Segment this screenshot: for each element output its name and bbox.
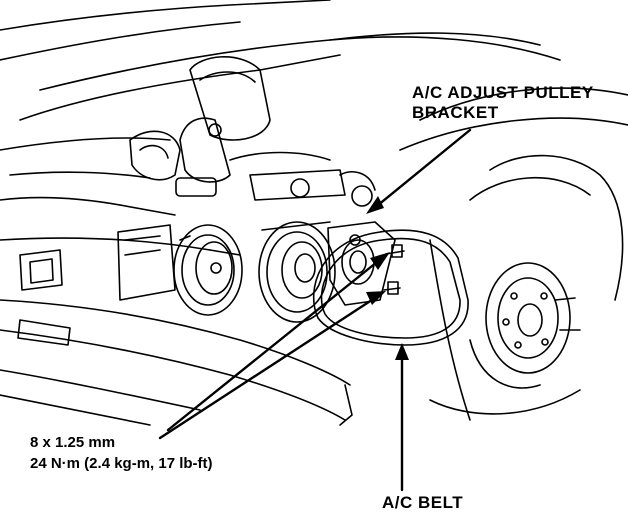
intake-assembly [129,56,376,207]
front-body [0,171,353,426]
label-ac-adjust-pulley: A/C ADJUST PULLEY [412,83,594,102]
leader-lines [158,128,472,492]
label-ac-belt: A/C BELT [382,493,464,512]
bolt-arrow-upper [370,252,390,270]
bracket-arrow [366,196,384,214]
ac-belt [312,229,469,346]
compressor [117,224,243,316]
arrowheads [366,196,409,360]
wheel-hub [429,154,624,415]
label-bolt-size: 8 x 1.25 mm [30,434,116,451]
crank-pulley [258,221,336,323]
hood-outline [0,0,561,151]
fender [399,87,628,421]
bolts [383,244,405,295]
label-bolt-torque: 24 N·m (2.4 kg-m, 17 lb-ft) [30,455,213,472]
bolt-leader-lower [158,294,380,440]
bracket-leader [370,128,472,212]
bolt-arrow-lower [366,291,386,305]
bolt-leader-upper [166,256,384,432]
label-bracket: BRACKET [412,103,499,122]
belt-arrow [395,343,409,360]
